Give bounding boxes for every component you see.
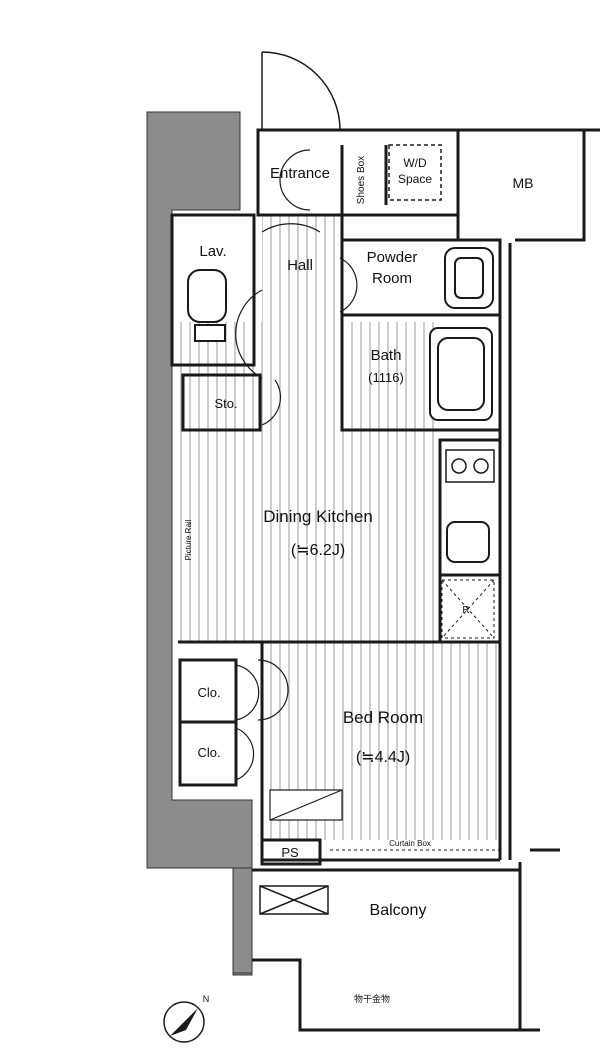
label-bed-room-area: (≒4.4J) <box>356 749 410 766</box>
compass-icon: N <box>163 994 210 1043</box>
bedroom-shelf <box>269 789 343 821</box>
stove-icon <box>445 449 495 483</box>
label-wd-line1: W/D <box>403 156 427 170</box>
label-powder-line2: Room <box>372 270 412 287</box>
compass-north-label: N <box>203 994 210 1004</box>
refrigerator-icon <box>441 579 495 639</box>
exterior-wall-lower <box>232 867 253 974</box>
label-wd-line2: Space <box>398 172 432 186</box>
hall-floor <box>262 215 342 322</box>
label-closet-2: Clo. <box>197 745 220 760</box>
room-labels: Entrance Shoes Box W/D Space MB Lav. Hal… <box>184 156 534 1004</box>
label-laundry-hardware: 物干金物 <box>354 993 390 1004</box>
label-bath-size: (1116) <box>368 370 404 385</box>
interior-walls <box>170 128 600 1032</box>
washbasin-icon <box>444 247 494 309</box>
label-powder-line1: Powder <box>367 249 418 266</box>
label-entrance: Entrance <box>270 165 330 182</box>
label-sto: Sto. <box>214 396 237 411</box>
wd-space-box <box>388 144 442 201</box>
label-mb: MB <box>513 175 534 191</box>
label-picture-rail: Picture Rail <box>184 519 193 560</box>
label-bed-room: Bed Room <box>343 708 423 727</box>
label-curtain-box: Curtain Box <box>389 839 431 848</box>
label-balcony: Balcony <box>370 902 427 919</box>
label-closet-1: Clo. <box>197 685 220 700</box>
label-shoes-box: Shoes Box <box>356 156 367 204</box>
label-refrigerator: R <box>462 605 469 616</box>
label-ps: PS <box>281 845 299 860</box>
toilet-icon <box>187 269 227 342</box>
door-swings <box>235 149 358 781</box>
label-dining-kitchen: Dining Kitchen <box>263 507 373 526</box>
label-lav: Lav. <box>199 243 226 260</box>
bathtub-icon <box>429 327 493 421</box>
outdoor-unit-icon <box>259 885 329 915</box>
label-bath: Bath <box>371 347 402 364</box>
label-hall: Hall <box>287 257 313 274</box>
entrance-door <box>261 51 341 131</box>
label-dining-kitchen-area: (≒6.2J) <box>291 542 345 559</box>
kitchen-sink-icon <box>446 521 490 563</box>
